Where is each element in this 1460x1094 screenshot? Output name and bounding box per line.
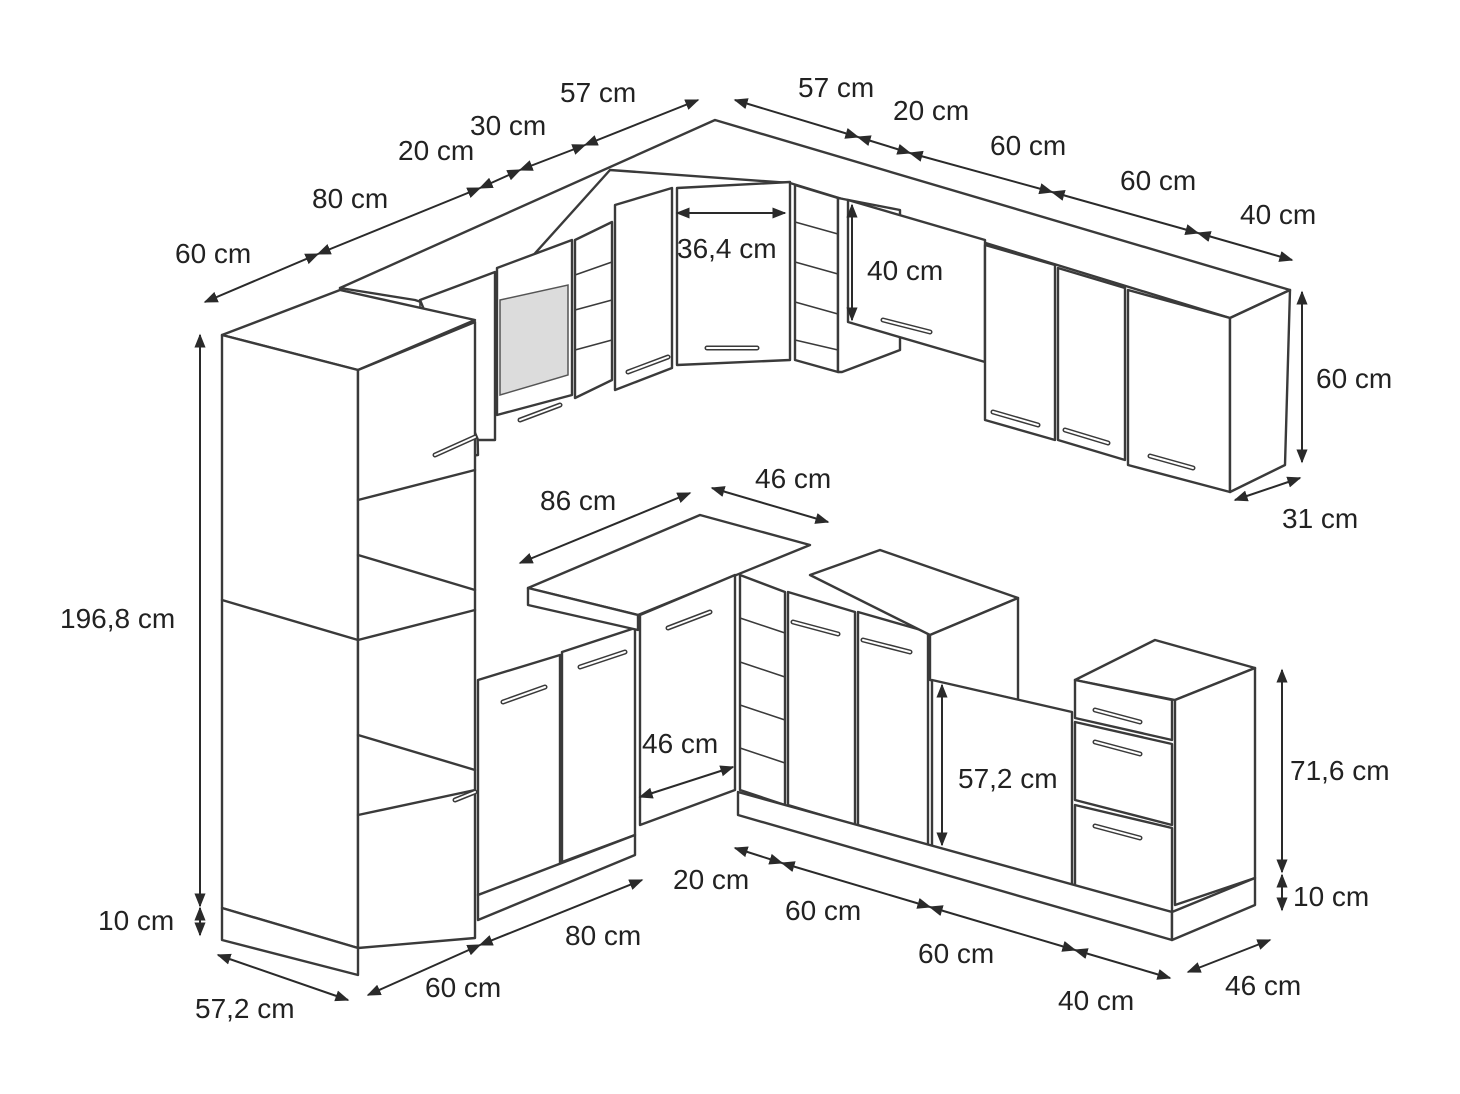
- dimension-line: [856, 135, 912, 155]
- base-open-shelf: [738, 573, 787, 807]
- label-top-width-6: 57 cm: [798, 72, 874, 103]
- label-top-width-2: 80 cm: [312, 183, 388, 214]
- dimension-line: [478, 169, 522, 189]
- door-handle-highlight: [882, 319, 931, 333]
- dimension-line: [518, 144, 587, 171]
- label-wall-height: 60 cm: [1316, 363, 1392, 394]
- glass-pane: [499, 284, 569, 397]
- label-top-width-10: 40 cm: [1240, 199, 1316, 230]
- label-top-width-4: 30 cm: [470, 110, 546, 141]
- drawer-unit-plinth: [1170, 876, 1257, 942]
- dimension-labels: 60 cm 80 cm 20 cm 30 cm 57 cm 57 cm 20 c…: [60, 72, 1392, 1024]
- label-tall-height: 196,8 cm: [60, 603, 175, 634]
- dimension-line: [908, 150, 1054, 195]
- label-counter-left: 86 cm: [540, 485, 616, 516]
- drawer-unit-side: [1173, 666, 1257, 907]
- label-tall-depth: 57,2 cm: [195, 993, 295, 1024]
- dimension-line: [203, 253, 320, 303]
- door-handle-highlight: [579, 651, 626, 668]
- label-top-width-8: 60 cm: [990, 130, 1066, 161]
- label-base-depth: 46 cm: [1225, 970, 1301, 1001]
- door-handle-highlight: [1064, 429, 1109, 444]
- label-top-width-3: 20 cm: [398, 135, 474, 166]
- door-handle-highlight: [667, 611, 711, 629]
- label-bottom-width-6: 40 cm: [1058, 985, 1134, 1016]
- base-cabinet-1: [476, 653, 562, 897]
- dimension-line: [710, 486, 830, 524]
- dimension-line: [316, 187, 482, 255]
- dimension-line: [366, 944, 482, 996]
- dimension-line: [216, 953, 350, 1002]
- label-wall-depth: 31 cm: [1282, 503, 1358, 534]
- tall-unit: [220, 288, 477, 977]
- door-handle-highlight: [454, 791, 476, 801]
- dimension-line: [478, 879, 644, 946]
- upper-right-cabinet-1: [983, 243, 1057, 442]
- dimension-line: [733, 98, 860, 139]
- label-bottom-width-1: 60 cm: [425, 972, 501, 1003]
- label-bottom-width-5: 60 cm: [918, 938, 994, 969]
- door-handle-highlight: [1094, 741, 1141, 755]
- base-cabinets: [476, 513, 1257, 942]
- drawer-2: [1073, 720, 1174, 827]
- label-bottom-width-2: 80 cm: [565, 920, 641, 951]
- door-handle-highlight: [1149, 455, 1194, 469]
- label-upper-corner-inner: 36,4 cm: [677, 233, 777, 264]
- label-tall-plinth: 10 cm: [98, 905, 174, 936]
- dimension-line: [1073, 948, 1172, 980]
- base-corner-cabinet: [638, 573, 737, 827]
- label-base-corner-inner: 46 cm: [642, 728, 718, 759]
- door-handle-highlight: [519, 404, 561, 421]
- label-bottom-width-3: 20 cm: [673, 864, 749, 895]
- dimension-line: [583, 99, 700, 146]
- upper-right-side: [1228, 288, 1292, 494]
- dimension-line: [518, 492, 692, 564]
- door-handle-highlight: [862, 639, 911, 653]
- label-top-width-9: 60 cm: [1120, 165, 1196, 196]
- label-top-width-7: 20 cm: [893, 95, 969, 126]
- dimension-line: [1196, 231, 1294, 262]
- label-sink-height: 57,2 cm: [958, 763, 1058, 794]
- dimension-line: [1186, 939, 1272, 973]
- upper-open-shelf-left: [573, 220, 614, 400]
- door-handle-highlight: [502, 686, 546, 703]
- door-handle-highlight: [792, 621, 839, 635]
- label-top-width-5: 57 cm: [560, 77, 636, 108]
- dimension-line: [928, 905, 1077, 952]
- dimension-line: [733, 846, 784, 865]
- door-handle-highlight: [434, 436, 476, 456]
- door-handle-highlight: [992, 411, 1039, 426]
- label-top-width-1: 60 cm: [175, 238, 251, 269]
- dimension-line: [780, 861, 932, 909]
- upper-cabinet-3: [613, 186, 674, 392]
- handles: [432, 317, 1196, 841]
- label-counter-right: 46 cm: [755, 463, 831, 494]
- door-handle-highlight: [1094, 709, 1141, 723]
- door-handle-highlight: [627, 356, 669, 373]
- label-bottom-width-4: 60 cm: [785, 895, 861, 926]
- dimension-line: [1050, 190, 1200, 235]
- label-base-plinth: 10 cm: [1293, 881, 1369, 912]
- upper-right-cabinet-2: [1056, 266, 1127, 462]
- dimension-line: [638, 765, 735, 799]
- label-base-height: 71,6 cm: [1290, 755, 1390, 786]
- upper-corner-cabinet: [675, 180, 792, 367]
- base-double-door-left: [786, 590, 857, 827]
- door-handle-highlight: [1094, 825, 1141, 839]
- countertop-edge: [526, 586, 640, 632]
- label-upper-shelf-height: 40 cm: [867, 255, 943, 286]
- upper-open-shelf-right: [793, 183, 840, 374]
- drawer-1: [1073, 678, 1174, 742]
- dimension-lines: [194, 98, 1308, 1002]
- tall-unit-side: [220, 333, 360, 950]
- dimension-line: [1233, 476, 1302, 502]
